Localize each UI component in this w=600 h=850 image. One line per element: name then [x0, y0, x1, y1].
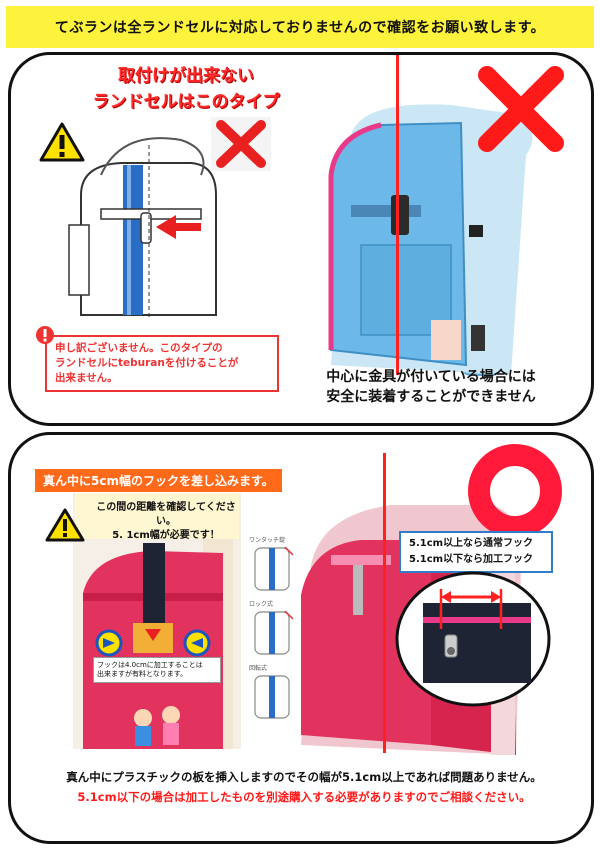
apology-line-1: 申し訳ございません。このタイプの — [55, 342, 223, 354]
top-title-line1: 取付けが出来ない — [118, 66, 254, 86]
blue-bag-photo — [328, 104, 533, 376]
thumb-bag-1 — [254, 546, 294, 591]
bottom-line-1: 真ん中にプラスチックの板を挿入しますのでその幅が5.1cm以上であれば問題ありま… — [66, 770, 542, 784]
top-title-line2: ランドセルはこのタイプ — [92, 92, 280, 112]
thumb-bag-2 — [254, 610, 294, 655]
hook-note-line1: フックは4.0cmに加工することは — [97, 661, 203, 669]
check-distance-box — [75, 493, 239, 539]
thumb-bag-3 — [254, 675, 290, 719]
apology-line-3: 出来ません。 — [55, 372, 118, 384]
lock-type-thumbnails: ワンタッチ錠 ロック式 回転式 — [249, 535, 297, 725]
ok-circle-icon — [468, 444, 562, 538]
alert-circle-icon — [36, 326, 54, 344]
magnifier-circle — [395, 571, 551, 707]
warning-icon-small — [45, 508, 85, 542]
hook-processing-note: フックは4.0cmに加工することは 出来ますが有料となります。 — [93, 657, 221, 683]
apology-note: 申し訳ございません。このタイプの ランドセルにteburanを付けることが 出来… — [45, 335, 279, 392]
hook-note-line2: 出来ますが有料となります。 — [97, 670, 188, 678]
check-line-2: 5. 1cm幅が必要です！ — [112, 530, 220, 541]
top-panel: 取付けが出来ない ランドセルはこのタイプ 申し訳ございません。このタイプの ラン… — [8, 52, 594, 426]
hook-insert-label: 真ん中に5cm幅のフックを差し込みます。 — [35, 469, 282, 492]
warning-icon — [39, 122, 85, 162]
info-line-2: 5.1cm以下なら加工フック — [409, 554, 534, 565]
large-cross-icon — [478, 66, 564, 152]
top-caption: 中心に金具が付いている場合には 安全に装着することができません — [311, 367, 551, 407]
top-caption-line1: 中心に金具が付いている場合には — [326, 369, 536, 385]
check-line-1: この間の距離を確認してください。 — [96, 502, 236, 527]
hook-size-info-box: 5.1cm以上なら通常フック 5.1cm以下なら加工フック — [399, 531, 553, 573]
header-banner: てぶランは全ランドセルに対応しておりませんので確認をお願い致します。 — [6, 6, 594, 48]
center-line-top — [396, 55, 399, 375]
check-distance-text: この間の距離を確認してください。 5. 1cm幅が必要です！ — [91, 501, 241, 543]
thumb-label-3: 回転式 — [249, 665, 268, 672]
thumb-label-1: ワンタッチ錠 — [249, 537, 286, 544]
top-caption-line2: 安全に装着することができません — [326, 389, 536, 405]
center-line-bottom — [383, 453, 386, 753]
small-cross-icon — [211, 117, 271, 171]
header-text: てぶランは全ランドセルに対応しておりませんので確認をお願い致します。 — [54, 20, 546, 36]
info-line-1: 5.1cm以上なら通常フック — [409, 538, 534, 549]
bag-schematic-drawing — [68, 137, 217, 320]
thumb-label-2: ロック式 — [249, 601, 274, 608]
bottom-panel: 真ん中に5cm幅のフックを差し込みます。 この間の距離を確認してください。 5.… — [8, 432, 594, 844]
apology-line-2: ランドセルにteburanを付けることが — [55, 357, 239, 369]
top-title: 取付けが出来ない ランドセルはこのタイプ — [71, 63, 301, 115]
bottom-line-2: 5.1cm以下の場合は加工したものを別途購入する必要がありますのでご相談ください… — [77, 790, 531, 804]
